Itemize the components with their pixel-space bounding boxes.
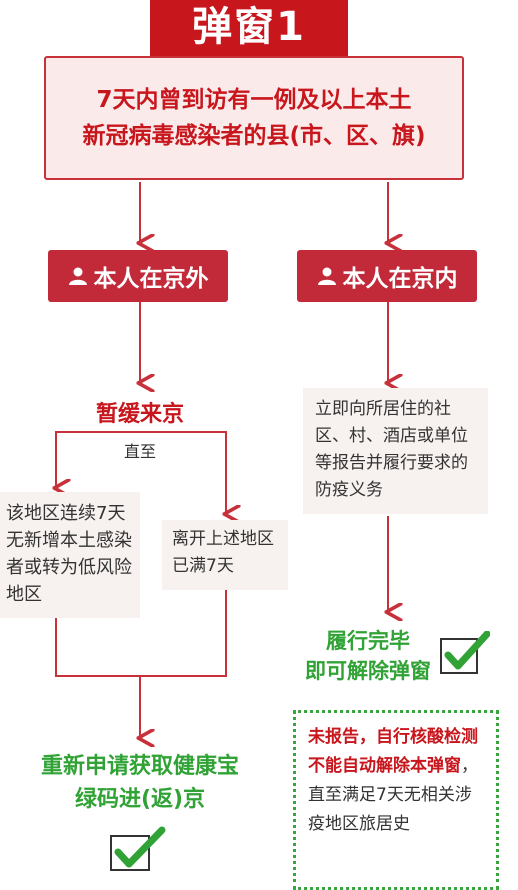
inside-label: 本人在京内 [342,266,458,292]
result-text: 重新申请获取健康宝 绿码进(返)京 [10,750,270,816]
result-line-2: 绿码进(返)京 [74,787,206,812]
outside-label: 本人在京外 [93,266,209,292]
condition-line-1: 7天内曾到访有一例及以上本土 [96,87,412,113]
outside-beijing-button[interactable]: 本人在京外 [48,250,228,302]
person-icon [317,267,336,285]
area-condition-box: 该地区连续7天无新增本土感染者或转为低风险地区 [0,492,140,618]
page-title: 弹窗1 [150,0,348,56]
condition-box: 7天内曾到访有一例及以上本土 新冠病毒感染者的县(市、区、旗) [44,56,464,180]
complete-line-1: 履行完毕 [326,629,410,653]
person-icon [68,267,87,285]
instruction-box: 立即向所居住的社区、村、酒店或单位等报告并履行要求的防疫义务 [303,388,488,514]
until-text: 直至 [123,442,156,461]
warning-rest: ，直至满足7天无相关涉疫地区旅居史 [308,756,478,834]
complete-text: 履行完毕 即可解除弹窗 [298,626,438,686]
checkmark-icon [440,631,490,674]
complete-line-2: 即可解除弹窗 [305,659,431,683]
checkmark-icon [110,826,166,871]
inside-beijing-button[interactable]: 本人在京内 [297,250,477,302]
postpone-text: 暂缓来京 [95,402,184,427]
result-line-1: 重新申请获取健康宝 [40,754,239,779]
condition-line-2: 新冠病毒感染者的县(市、区、旗) [82,123,426,149]
warning-box: 未报告，自行核酸检测不能自动解除本弹窗，直至满足7天无相关涉疫地区旅居史 [293,710,499,890]
warning-bold: 未报告，自行核酸检测不能自动解除本弹窗 [308,727,478,776]
left-area-box: 离开上述地区已满7天 [162,520,288,590]
